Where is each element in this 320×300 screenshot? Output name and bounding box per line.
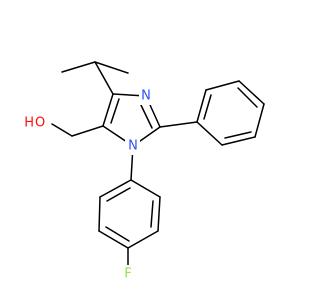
bond-lines (51, 61, 265, 266)
bond-phenyl-e-f (205, 80, 240, 91)
bond-fluorophenyl-e-f (98, 196, 101, 232)
bond-c5-c4-double (110, 98, 120, 124)
bond-phenyl-inner-3 (203, 94, 212, 120)
atom-labels: H O N N F (17, 87, 154, 283)
bond-isopropyl-to-ring (94, 61, 114, 95)
bond-phenyl-d-e (238, 80, 265, 105)
bond-fluorophenyl-d-e (98, 230, 129, 249)
molecule-structure: H O N N F (17, 61, 265, 283)
fluorine-label: F (124, 267, 131, 282)
bond-phenyl-c-d (254, 103, 265, 138)
bond-fluorophenyl-inner-2 (105, 226, 130, 242)
hydroxyl-hydrogen-label: H (24, 116, 34, 131)
bond-phenyl-b-c (221, 136, 256, 146)
nitrogen-3-label: N (141, 89, 151, 104)
bond-phenyl-inner-1 (224, 131, 252, 139)
nitrogen-1-label: N (128, 139, 138, 154)
bond-phenyl-inner-2 (237, 87, 258, 108)
bond-n3-c2-double (139, 102, 153, 129)
bond-c5-c4 (102, 93, 114, 127)
bond-isopropyl-methyl-left (61, 61, 96, 73)
bond-fluorophenyl-inner-1 (150, 200, 154, 228)
bond-ch2-o (51, 123, 73, 137)
bond-fluorophenyl-a-b (130, 179, 161, 198)
bond-fluorophenyl-b-c (157, 196, 161, 232)
bond-isopropyl-methyl-right (94, 61, 129, 74)
bond-c5-ch2 (71, 125, 104, 137)
bond-phenyl-f-a (196, 89, 207, 123)
bond-fluorophenyl-f-a (99, 179, 132, 198)
bond-fluorophenyl-inner-3 (106, 187, 131, 202)
bond-phenyl-a-b (196, 121, 223, 146)
hydroxyl-oxygen-label: O (35, 116, 45, 131)
bond-c2-phenyl (159, 121, 198, 128)
bond-fluorophenyl-c-d (127, 230, 159, 249)
